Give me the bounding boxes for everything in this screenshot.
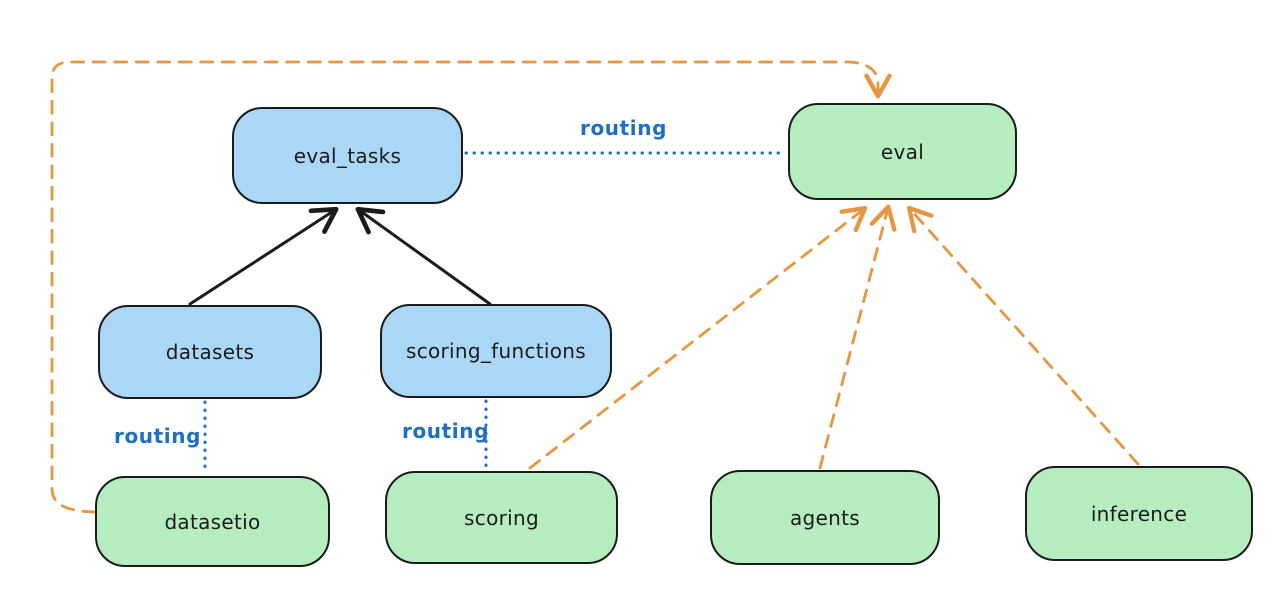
routing-label-datasetio: routing <box>114 424 202 448</box>
node-scoring-functions-label: scoring_functions <box>405 339 587 363</box>
edge-scoring-to-eval <box>528 206 868 470</box>
node-eval-tasks: eval_tasks <box>232 107 463 204</box>
edge-agents-to-eval <box>818 204 897 470</box>
edge-scoring_functions-to-eval_tasks <box>355 206 492 306</box>
node-eval-tasks-label: eval_tasks <box>293 143 402 168</box>
node-datasets: datasets <box>98 305 322 399</box>
node-agents-label: agents <box>790 505 860 530</box>
routing-label-scoring: routing <box>402 419 490 443</box>
node-datasetio: datasetio <box>95 476 330 567</box>
routing-label-top: routing <box>580 116 668 140</box>
node-eval: eval <box>788 103 1017 200</box>
node-inference: inference <box>1025 466 1253 561</box>
node-scoring-functions: scoring_functions <box>380 304 612 398</box>
node-inference-label: inference <box>1090 501 1188 526</box>
node-eval-label: eval <box>880 139 925 164</box>
node-agents: agents <box>710 470 940 565</box>
node-scoring-label: scoring <box>464 505 539 530</box>
node-scoring: scoring <box>385 471 618 564</box>
edge-inference-to-eval <box>906 205 1140 466</box>
edge-group <box>50 60 1140 514</box>
node-datasetio-label: datasetio <box>164 509 261 534</box>
node-datasets-label: datasets <box>165 340 255 364</box>
edge-datasetio-to-eval-loop <box>50 60 892 514</box>
edge-datasets-to-eval_tasks <box>188 206 339 306</box>
